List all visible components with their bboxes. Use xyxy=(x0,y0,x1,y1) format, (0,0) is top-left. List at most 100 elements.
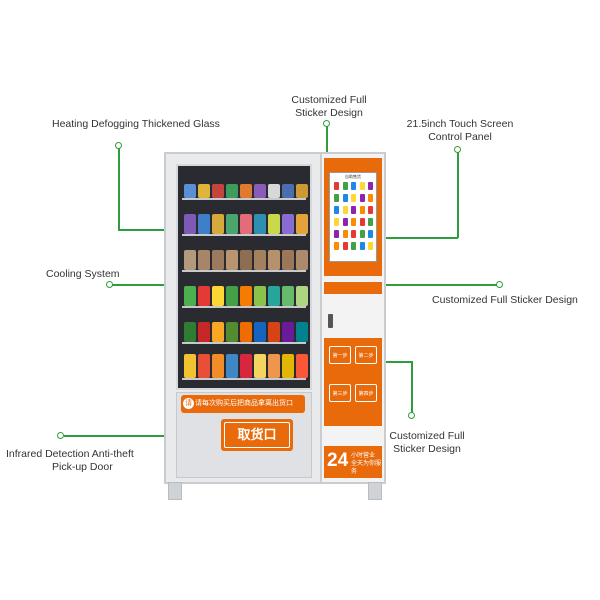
right-foot xyxy=(368,482,382,500)
screen-housing: 自助售货 xyxy=(324,158,382,276)
line-sticker-bottom-h xyxy=(374,361,412,363)
product-item xyxy=(184,184,196,198)
screen-product-thumb[interactable] xyxy=(368,242,373,250)
product-item xyxy=(296,250,308,270)
dot-glass xyxy=(115,142,122,149)
product-item xyxy=(226,214,238,234)
product-item xyxy=(282,322,294,342)
screen-product-thumb[interactable] xyxy=(359,230,365,238)
product-item xyxy=(254,286,266,306)
door-lock xyxy=(328,314,333,328)
callout-sticker-bottom: Customized Full Sticker Design xyxy=(389,430,465,455)
product-item xyxy=(282,214,294,234)
product-shelf xyxy=(182,280,308,308)
screen-product-thumb[interactable] xyxy=(351,242,356,250)
product-shelf xyxy=(182,172,308,200)
product-item xyxy=(184,214,196,234)
product-item xyxy=(212,184,224,198)
screen-product-thumb[interactable] xyxy=(342,182,348,190)
step-3: 第三步 xyxy=(329,384,351,402)
promo-24: 24 xyxy=(327,450,349,471)
screen-product-thumb[interactable] xyxy=(334,194,339,202)
product-item xyxy=(254,184,266,198)
screen-product-thumb[interactable] xyxy=(342,230,348,238)
screen-product-thumb[interactable] xyxy=(368,182,373,190)
step-1-label: 第一步 xyxy=(332,353,348,359)
callout-sticker-mid: Customized Full Sticker Design xyxy=(432,294,578,306)
product-item xyxy=(268,286,280,306)
product-item xyxy=(240,250,252,270)
product-item xyxy=(226,184,238,198)
screen-product-thumb[interactable] xyxy=(351,218,356,226)
product-item xyxy=(240,354,252,378)
screen-product-thumb[interactable] xyxy=(368,230,373,238)
screen-product-thumb[interactable] xyxy=(359,242,365,250)
pickup-door[interactable]: 取货口 xyxy=(221,419,293,451)
callout-glass: Heating Defogging Thickened Glass xyxy=(52,118,220,130)
screen-product-thumb[interactable] xyxy=(342,194,348,202)
instruction-panel: 第一步 第二步 第三步 第四步 xyxy=(324,338,382,426)
screen-product-thumb[interactable] xyxy=(351,182,356,190)
product-item xyxy=(254,214,266,234)
pickup-door-frame xyxy=(224,422,290,448)
screen-product-thumb[interactable] xyxy=(342,218,348,226)
screen-product-thumb[interactable] xyxy=(359,194,365,202)
product-item xyxy=(282,354,294,378)
banner-badge: 请 xyxy=(183,398,194,409)
screen-product-thumb[interactable] xyxy=(334,230,339,238)
product-item xyxy=(198,322,210,342)
product-item xyxy=(212,322,224,342)
product-item xyxy=(254,354,266,378)
screen-product-thumb[interactable] xyxy=(342,206,348,214)
screen-product-thumb[interactable] xyxy=(334,182,339,190)
screen-product-thumb[interactable] xyxy=(359,206,365,214)
callout-cooling: Cooling System xyxy=(46,268,120,280)
screen-product-thumb[interactable] xyxy=(368,194,373,202)
product-item xyxy=(282,286,294,306)
screen-product-thumb[interactable] xyxy=(334,218,339,226)
banner-text: 请每次购买后把商品拿离出货口 xyxy=(195,400,293,407)
product-item xyxy=(198,286,210,306)
promo-text: 小时营业 全天为你服务 xyxy=(351,452,382,476)
line-sticker-top xyxy=(326,124,328,160)
product-item xyxy=(212,214,224,234)
product-item xyxy=(296,322,308,342)
dot-pickup xyxy=(57,432,64,439)
product-item xyxy=(296,286,308,306)
dot-cooling xyxy=(106,281,113,288)
product-item xyxy=(198,214,210,234)
step-4-label: 第四步 xyxy=(358,391,374,397)
step-4: 第四步 xyxy=(355,384,377,402)
screen-product-thumb[interactable] xyxy=(351,194,356,202)
screen-product-thumb[interactable] xyxy=(342,242,348,250)
line-sticker-mid xyxy=(356,284,498,286)
product-item xyxy=(296,354,308,378)
promo-line-2: 全天为你服务 xyxy=(351,461,382,475)
product-shelf xyxy=(182,208,308,236)
touch-screen[interactable]: 自助售货 xyxy=(329,172,377,262)
product-item xyxy=(212,250,224,270)
product-item xyxy=(240,286,252,306)
product-item xyxy=(268,354,280,378)
screen-product-thumb[interactable] xyxy=(359,182,365,190)
screen-product-thumb[interactable] xyxy=(351,230,356,238)
screen-product-thumb[interactable] xyxy=(368,218,373,226)
line-sticker-bottom-v xyxy=(411,361,413,413)
line-glass-v xyxy=(118,148,120,230)
screen-product-thumb[interactable] xyxy=(334,242,339,250)
callout-touch-screen: 21.5inch Touch Screen Control Panel xyxy=(406,118,514,143)
dot-sticker-mid xyxy=(496,281,503,288)
pickup-banner: 请 请每次购买后把商品拿离出货口 xyxy=(181,395,305,413)
line-screen-h xyxy=(345,237,458,239)
product-item xyxy=(268,250,280,270)
product-item xyxy=(240,184,252,198)
screen-product-thumb[interactable] xyxy=(368,206,373,214)
screen-product-thumb[interactable] xyxy=(351,206,356,214)
callout-sticker-top: Customized Full Sticker Design xyxy=(291,94,367,119)
screen-title: 自助售货 xyxy=(345,174,361,179)
product-item xyxy=(282,184,294,198)
product-item xyxy=(254,322,266,342)
screen-product-thumb[interactable] xyxy=(334,206,339,214)
screen-product-thumb[interactable] xyxy=(359,218,365,226)
